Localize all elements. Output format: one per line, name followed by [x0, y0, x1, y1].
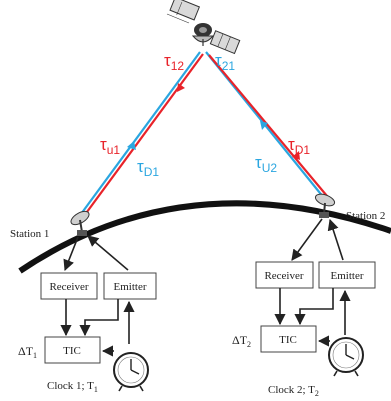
- station1-emitter-box: [103, 272, 157, 300]
- tau-u1-label: τu1: [100, 135, 120, 157]
- station2-clock-icon: [328, 337, 364, 377]
- station1-emitter-label: Emitter: [114, 281, 147, 293]
- tau-d1-right-label: τD1: [288, 135, 310, 157]
- station1-equipment: Receiver Emitter TIC ΔT1 Clock 1; T1: [18, 235, 157, 394]
- link-satellite-station2: [205, 51, 328, 199]
- station2-emitter-label: Emitter: [331, 270, 364, 282]
- tau-u2-label: τU2: [255, 153, 277, 175]
- station1-label: Station 1: [10, 228, 49, 240]
- station1-dish-icon: [70, 210, 90, 236]
- station1-tic-box: [44, 336, 101, 364]
- station2-tic-label: TIC: [279, 334, 297, 346]
- station2-emitter-box: [318, 261, 376, 289]
- earth-surface: [18, 200, 391, 274]
- station1-receiver-box: [40, 272, 98, 300]
- station2-receiver-label: Receiver: [264, 270, 303, 282]
- station2-delta-t: ΔT2: [232, 333, 251, 349]
- station1-tic-label: TIC: [63, 345, 81, 357]
- tau-d1-left-label: τD1: [137, 157, 159, 179]
- station2-clock-label: Clock 2; T2: [268, 384, 319, 398]
- station1-receiver-label: Receiver: [49, 281, 88, 293]
- station2-label: Station 2: [346, 210, 385, 222]
- station2-tic-box: [260, 325, 317, 353]
- uplink-arrow-1: [177, 83, 185, 92]
- downlink-arrow-1: [127, 141, 136, 150]
- station1-clock-icon: [113, 352, 149, 392]
- uplink-arrow-2: [292, 151, 300, 160]
- link-station1-satellite: [80, 51, 204, 217]
- downlink-arrow-2: [260, 121, 268, 130]
- station2-equipment: Receiver Emitter TIC ΔT2 Clock 2; T2: [232, 218, 376, 398]
- station2-dish-icon: [314, 193, 336, 218]
- satellite-icon: [166, 0, 241, 55]
- station2-receiver-box: [255, 261, 314, 289]
- tau-21-label: τ21: [215, 51, 235, 73]
- station1-clock-label: Clock 1; T1: [47, 380, 98, 394]
- station1-delta-t: ΔT1: [18, 344, 37, 360]
- tau-12-label: τ12: [164, 51, 184, 73]
